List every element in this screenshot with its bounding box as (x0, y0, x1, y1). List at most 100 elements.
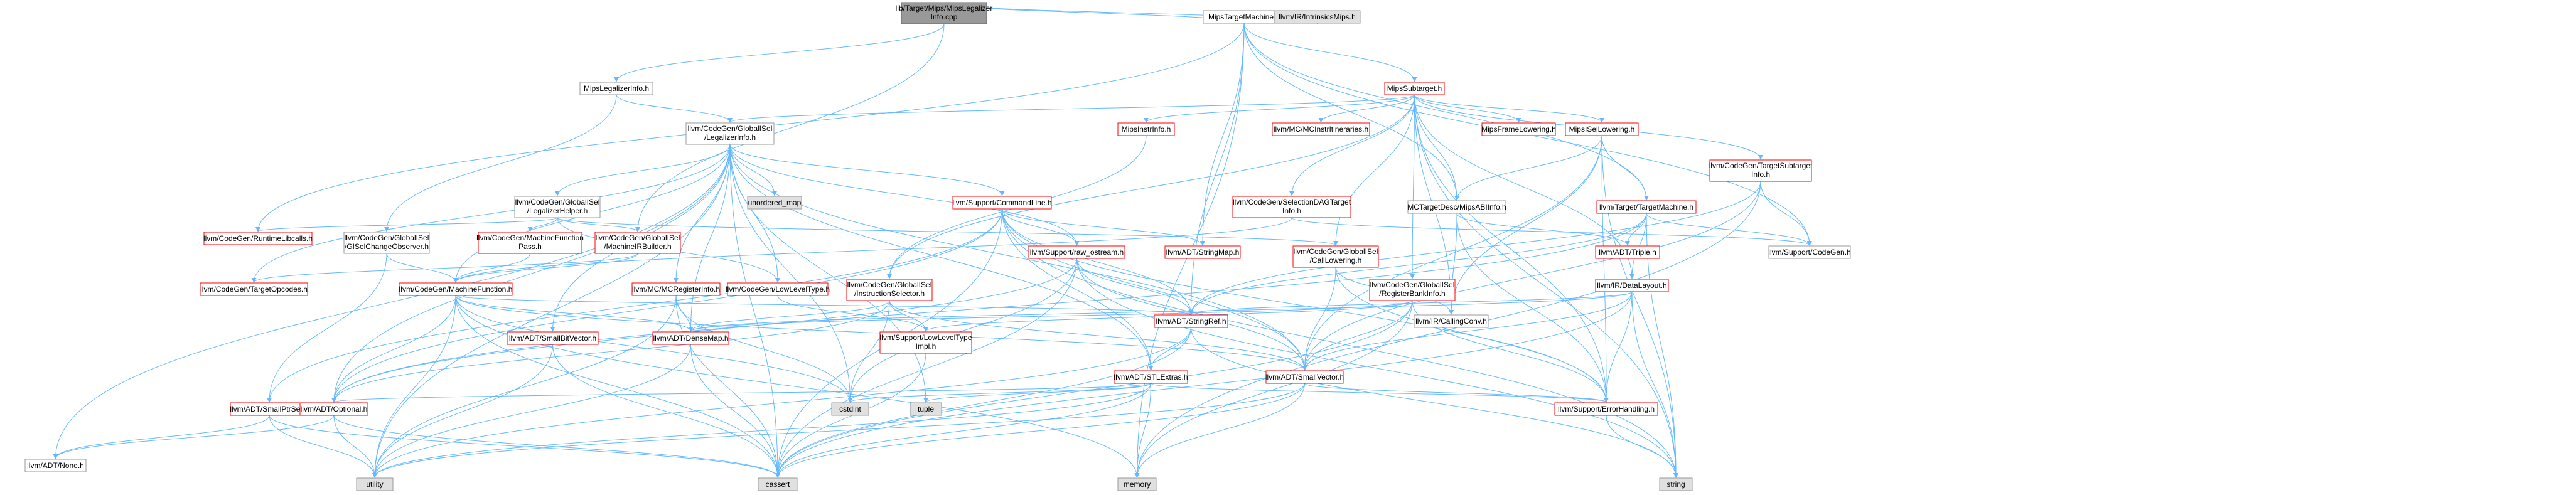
edge-smallvector-to-cassert (775, 383, 1305, 478)
node-box-lowlevelimpl (879, 331, 972, 354)
node-gisellhelper[interactable]: llvm/CodeGen/GlobalISel/LegalizerHelper.… (514, 196, 601, 218)
node-gisellegal[interactable]: llvm/CodeGen/GlobalISel/LegalizerInfo.h (685, 122, 775, 145)
edge-stlextras-to-errorhandling (1151, 383, 1609, 403)
edge-mipsisel-to-string (1601, 135, 1678, 478)
node-box-mipslegal (579, 82, 653, 95)
node-box-cstdint (831, 402, 869, 416)
node-box-rawostream (1028, 245, 1125, 259)
node-lowleveltype[interactable]: llvm/CodeGen/LowLevelType.h (726, 282, 830, 296)
edge-gisellhelper-to-giselcalllow (557, 217, 1338, 246)
node-label-giselchange-line-1: /GISelChangeObserver.h (345, 242, 429, 251)
node-datalayout[interactable]: llvm/IR/DataLayout.h (1595, 279, 1669, 292)
edge-gisellegal-to-targetopcodes (251, 144, 731, 283)
node-box-densemap (652, 331, 729, 345)
edge-giselregbank-to-cassert (775, 300, 1413, 478)
node-mipssubtarget[interactable]: MipsSubtarget.h (1384, 82, 1445, 95)
node-runtimelibcalls[interactable]: llvm/CodeGen/RuntimeLibcalls.h (203, 232, 313, 245)
edge-giselinstsel-to-lowlevelimpl (889, 300, 928, 332)
node-label-errorhandling-line-0: llvm/Support/ErrorHandling.h (1558, 405, 1655, 413)
node-label-datalayout-line-0: llvm/IR/DataLayout.h (1597, 281, 1666, 290)
node-box-seldag (1232, 196, 1351, 218)
edge-optional-to-cassert (333, 415, 780, 478)
node-none[interactable]: llvm/ADT/None.h (24, 459, 87, 472)
node-giselmirb[interactable]: llvm/CodeGen/GlobalISel/MachineIRBuilder… (594, 232, 681, 254)
node-string: string (1659, 477, 1693, 491)
edge-mipssubtarget-to-mipsframe (1414, 94, 1521, 123)
edge-datalayout-to-string (1631, 291, 1678, 478)
node-stlextras[interactable]: llvm/ADT/STLExtras.h (1114, 370, 1188, 384)
node-label-stringmap-line-0: llvm/ADT/StringMap.h (1166, 248, 1240, 257)
edge-mipssubtarget-to-mcdesc (1414, 94, 1459, 201)
node-mipsinstrinfo[interactable]: MipsInstrInfo.h (1117, 122, 1175, 136)
node-mcreginfo[interactable]: llvm/MC/MCRegisterInfo.h (631, 282, 721, 296)
node-giselinstsel[interactable]: llvm/CodeGen/GlobalISel/InstructionSelec… (846, 279, 933, 301)
node-label-seldag-line-0: llvm/CodeGen/SelectionDAGTarget (1233, 198, 1351, 206)
node-giselcalllow[interactable]: llvm/CodeGen/GlobalISel/CallLowering.h (1292, 245, 1379, 268)
edge-errorhandling-to-string (1606, 415, 1678, 478)
edge-mipsisel-to-mcdesc (1454, 135, 1602, 201)
edge-smallvector-to-memory (1134, 383, 1305, 478)
node-label-cmdline-line-0: llvm/Support/CommandLine.h (952, 198, 1051, 207)
node-triple[interactable]: llvm/ADT/Triple.h (1595, 245, 1660, 259)
edge-mcdesc-to-errorhandling (1456, 213, 1609, 403)
node-errorhandling[interactable]: llvm/Support/ErrorHandling.h (1554, 402, 1658, 416)
node-smallbitvector[interactable]: llvm/ADT/SmallBitVector.h (507, 331, 599, 345)
edge-stlextras-to-memory (1134, 383, 1151, 478)
edge-giselinstsel-to-cstdint (847, 300, 890, 403)
node-machinefunction[interactable]: llvm/CodeGen/MachineFunction.h (399, 282, 513, 296)
node-targetmachine[interactable]: llvm/Target/TargetMachine.h (1596, 200, 1697, 214)
node-giselregbank[interactable]: llvm/CodeGen/GlobalISel/RegisterBankInfo… (1369, 279, 1456, 301)
node-mipslegal[interactable]: MipsLegalizerInfo.h (579, 82, 653, 95)
edge-root-to-mipslegal (614, 23, 945, 82)
edge-mipsisel-to-smallvector (1302, 135, 1602, 371)
node-cmdline[interactable]: llvm/Support/CommandLine.h (952, 196, 1052, 210)
edge-mipstm-to-mcdesc (1243, 23, 1459, 201)
node-mipsisel[interactable]: MipsISelLowering.h (1565, 122, 1639, 136)
node-stringmap[interactable]: llvm/ADT/StringMap.h (1164, 245, 1241, 259)
node-label-optional-line-0: llvm/ADT/Optional.h (301, 405, 368, 413)
node-smallptrset[interactable]: llvm/ADT/SmallPtrSet.h (230, 402, 309, 416)
edge-machinefunction-to-cstdint (455, 295, 853, 403)
edge-mipstm-to-stringref (1188, 23, 1245, 315)
node-stringref[interactable]: llvm/ADT/StringRef.h (1154, 314, 1228, 328)
node-mipstm[interactable]: MipsTargetMachine.h (1203, 10, 1285, 24)
edge-smallvector-to-utility (372, 383, 1305, 478)
node-giselchange[interactable]: llvm/CodeGen/GlobalISel/GISelChangeObser… (343, 232, 430, 254)
node-label-lowlevelimpl-line-0: llvm/Support/LowLevelType (880, 333, 972, 342)
edge-mipstm-to-mipssubtarget (1243, 23, 1417, 82)
edge-machinefunction-to-densemap (455, 295, 694, 332)
node-smallvector[interactable]: llvm/ADT/SmallVector.h (1265, 370, 1344, 384)
edge-cgtargetsub-to-stringref (1188, 181, 1761, 315)
node-cassert: cassert (758, 477, 798, 491)
node-mcitin[interactable]: llvm/MC/MCInstrItineraries.h (1272, 122, 1370, 136)
node-box-mcdesc (1407, 200, 1506, 214)
node-rawostream[interactable]: llvm/Support/raw_ostream.h (1028, 245, 1125, 259)
node-densemap[interactable]: llvm/ADT/DenseMap.h (652, 331, 729, 345)
edge-gisellegal-to-cassert (729, 144, 780, 478)
node-label-densemap-line-0: llvm/ADT/DenseMap.h (653, 334, 728, 343)
node-box-mipsframe (1481, 122, 1556, 136)
edge-mipssubtarget-to-errorhandling (1414, 94, 1609, 403)
edge-giselinstsel-to-smallvector (889, 300, 1307, 371)
edge-machinefunction-to-memory (455, 295, 1140, 478)
edge-optional-to-none (53, 415, 335, 459)
node-callingconv[interactable]: llvm/IR/CallingConv.h (1414, 314, 1489, 328)
node-mipsframe[interactable]: MipsFrameLowering.h (1481, 122, 1556, 136)
node-box-lowleveltype (727, 282, 829, 296)
edge-gisellegal-to-stlextras (729, 144, 1154, 371)
edge-cmdline-to-stringmap (1002, 208, 1205, 246)
node-box-mipssubtarget (1384, 82, 1445, 95)
node-label-unordered-line-0: unordered_map (748, 198, 802, 207)
node-optional[interactable]: llvm/ADT/Optional.h (299, 402, 368, 416)
node-mcdesc[interactable]: MCTargetDesc/MipsABIInfo.h (1407, 200, 1506, 214)
edge-giselinstsel-to-densemap (688, 300, 890, 332)
node-targetopcodes[interactable]: llvm/CodeGen/TargetOpcodes.h (200, 282, 308, 296)
node-supportcodegen[interactable]: llvm/Support/CodeGen.h (1768, 245, 1851, 259)
edge-rawostream-to-cstdint (847, 258, 1077, 403)
node-box-smallbitvector (507, 331, 599, 345)
edge-datalayout-to-densemap (688, 291, 1633, 332)
